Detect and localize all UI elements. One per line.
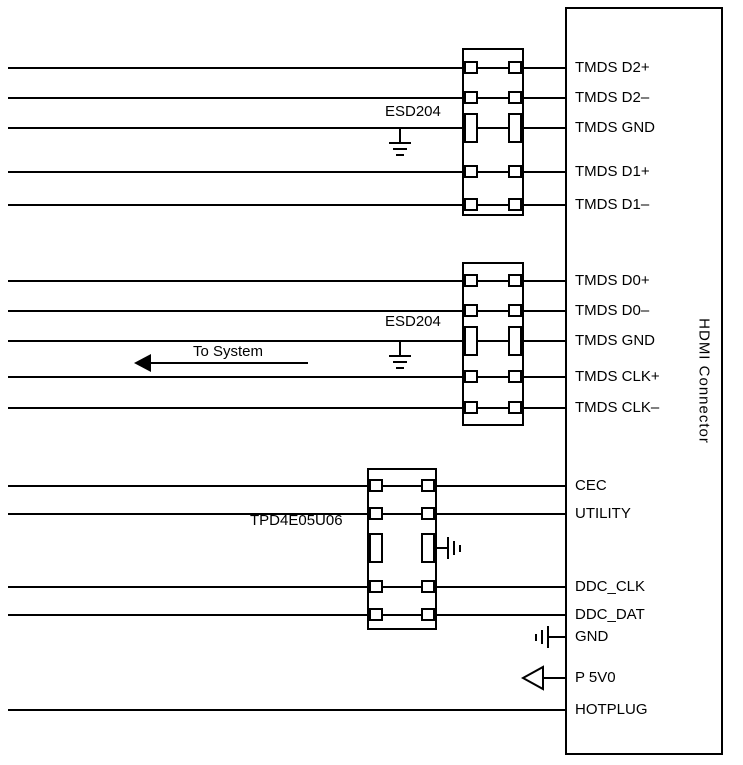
wire-tmds-d0-plus bbox=[8, 280, 565, 282]
ic-esd204-2 bbox=[462, 262, 524, 426]
ic-pin bbox=[421, 608, 435, 621]
ic-pin bbox=[508, 401, 522, 414]
pin-label-tmds-d2-plus: TMDS D2+ bbox=[575, 59, 650, 76]
ic-pin bbox=[421, 580, 435, 593]
ic-pin bbox=[369, 608, 383, 621]
ic-pin-gnd bbox=[369, 533, 383, 563]
ground-bar bbox=[547, 626, 549, 648]
ic-pin bbox=[369, 507, 383, 520]
ic-tpd4e05u06-label: TPD4E05U06 bbox=[250, 512, 343, 529]
ic-pin bbox=[464, 304, 478, 317]
ic-pin bbox=[369, 580, 383, 593]
ground-stub bbox=[437, 547, 447, 549]
pin-label-tmds-d0-minus: TMDS D0– bbox=[575, 302, 650, 319]
wire-gnd-stub bbox=[549, 636, 565, 638]
wire-tmds-d2-plus bbox=[8, 67, 565, 69]
ic-pin bbox=[421, 507, 435, 520]
ic-pin bbox=[421, 479, 435, 492]
ground-bar bbox=[541, 630, 543, 644]
wire-tmds-gnd-2 bbox=[8, 340, 565, 342]
ic-tpd4e05u06 bbox=[367, 468, 437, 630]
ic-pin bbox=[508, 274, 522, 287]
ground-bar bbox=[389, 142, 411, 144]
wire-cec bbox=[8, 485, 565, 487]
ground-bar bbox=[396, 367, 404, 369]
hdmi-connector-box bbox=[565, 7, 723, 755]
pin-label-tmds-d0-plus: TMDS D0+ bbox=[575, 272, 650, 289]
pin-label-utility: UTILITY bbox=[575, 505, 631, 522]
ground-stub bbox=[399, 129, 401, 142]
ground-symbol bbox=[437, 537, 462, 559]
ic-pin-gnd bbox=[464, 326, 478, 356]
ground-symbol bbox=[389, 129, 411, 157]
ic-pin bbox=[508, 304, 522, 317]
wire-ddc-clk bbox=[8, 586, 565, 588]
wire-p5v0-stub bbox=[543, 677, 565, 679]
ic-pin bbox=[508, 91, 522, 104]
wire-ddc-dat bbox=[8, 614, 565, 616]
pin-label-tmds-clk-plus: TMDS CLK+ bbox=[575, 368, 660, 385]
pin-label-gnd: GND bbox=[575, 628, 609, 645]
hdmi-connector-title: HDMI Connector bbox=[695, 318, 713, 444]
wire-tmds-clk-minus bbox=[8, 407, 565, 409]
ic-pin bbox=[464, 61, 478, 74]
ic-pin-gnd bbox=[421, 533, 435, 563]
wire-tmds-d2-minus bbox=[8, 97, 565, 99]
ground-symbol bbox=[389, 342, 411, 370]
ic-pin bbox=[464, 198, 478, 211]
wire-tmds-d1-plus bbox=[8, 171, 565, 173]
ic-pin bbox=[464, 274, 478, 287]
ic-pin bbox=[464, 165, 478, 178]
pin-label-cec: CEC bbox=[575, 477, 607, 494]
pin-label-ddc-clk: DDC_CLK bbox=[575, 578, 646, 595]
ground-bar bbox=[447, 537, 449, 559]
to-system-arrow-icon bbox=[134, 354, 151, 372]
pin-label-ddc-dat: DDC_DAT bbox=[575, 606, 645, 623]
ic-pin bbox=[508, 165, 522, 178]
wire-utility bbox=[8, 513, 565, 515]
wire-tmds-d0-minus bbox=[8, 310, 565, 312]
to-system-label: To System bbox=[193, 343, 264, 360]
ground-symbol bbox=[535, 626, 549, 648]
ic-pin bbox=[464, 370, 478, 383]
pin-label-tmds-d2-minus: TMDS D2– bbox=[575, 89, 650, 106]
pin-label-p5v0: P 5V0 bbox=[575, 669, 616, 686]
ic-pin bbox=[464, 91, 478, 104]
power-arrow-icon bbox=[521, 665, 544, 691]
ground-bar bbox=[396, 154, 404, 156]
ic-pin bbox=[464, 401, 478, 414]
ground-bar bbox=[393, 361, 407, 363]
ic-pin bbox=[508, 198, 522, 211]
ic-pin-gnd bbox=[464, 113, 478, 143]
wire-hotplug bbox=[8, 709, 565, 711]
to-system-wire bbox=[150, 362, 308, 364]
ic-pin bbox=[508, 61, 522, 74]
pin-label-tmds-d1-plus: TMDS D1+ bbox=[575, 163, 650, 180]
wire-tmds-d1-minus bbox=[8, 204, 565, 206]
ground-bar bbox=[389, 355, 411, 357]
wire-tmds-clk-plus bbox=[8, 376, 565, 378]
ic-pin bbox=[508, 370, 522, 383]
pin-label-tmds-gnd-1: TMDS GND bbox=[575, 119, 655, 136]
ic-pin-gnd bbox=[508, 326, 522, 356]
pin-label-hotplug: HOTPLUG bbox=[575, 701, 648, 718]
wire-tmds-gnd-1 bbox=[8, 127, 565, 129]
ic-esd204-2-label: ESD204 bbox=[385, 313, 441, 330]
ground-bar bbox=[453, 541, 455, 555]
ic-esd204-1 bbox=[462, 48, 524, 216]
ic-esd204-1-label: ESD204 bbox=[385, 103, 441, 120]
pin-label-tmds-d1-minus: TMDS D1– bbox=[575, 196, 650, 213]
ground-bar bbox=[459, 545, 461, 552]
ground-bar bbox=[393, 148, 407, 150]
ground-bar bbox=[535, 634, 537, 641]
pin-label-tmds-clk-minus: TMDS CLK– bbox=[575, 399, 660, 416]
ground-stub bbox=[399, 342, 401, 355]
ic-pin bbox=[369, 479, 383, 492]
pin-label-tmds-gnd-2: TMDS GND bbox=[575, 332, 655, 349]
ic-pin-gnd bbox=[508, 113, 522, 143]
